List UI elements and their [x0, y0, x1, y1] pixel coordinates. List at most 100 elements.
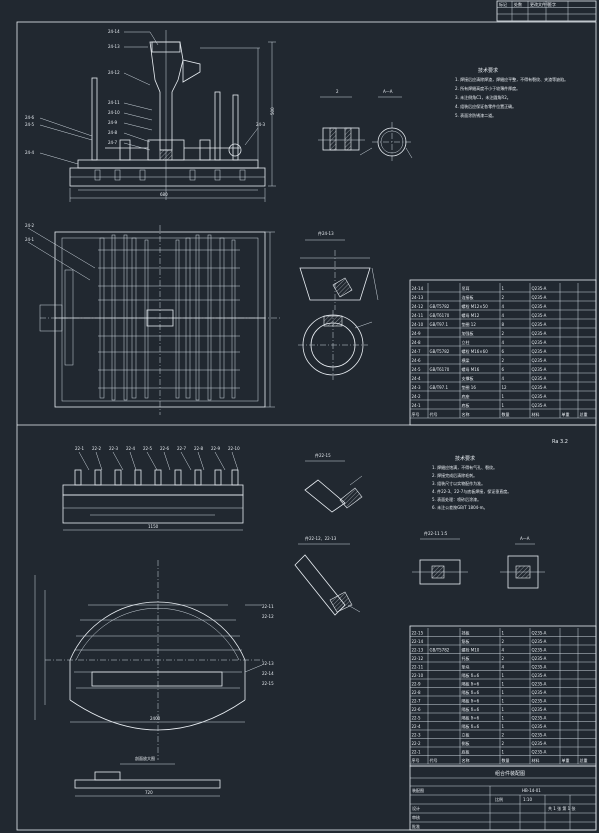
bom-lower-cell: 22-13 [412, 648, 424, 653]
callout-22-9: 22-9 [211, 446, 221, 451]
lower-arc-plan: 2400 [34, 560, 265, 760]
bom-top-cell: 底板 [462, 402, 470, 408]
title-company: 装配图 [412, 787, 424, 793]
title-approver: 批准 [412, 823, 420, 829]
bom-top-cell: 1 [502, 286, 505, 291]
bom-lower-cell: 1 [502, 690, 505, 695]
detail-label-d2: 件22-15 [315, 452, 331, 458]
bom-top-cell: 2 [502, 331, 505, 336]
detail-label-d3: 件22-12、22-13 [305, 535, 337, 541]
tech-note-top-2: 2. 所有焊缝高度不小于较薄件厚度。 [455, 85, 520, 91]
bom-top-cell: 螺栓 M12×50 [462, 303, 489, 309]
bom-lower-cell: 22-12 [412, 656, 424, 661]
revision-block: 标记 处数 更改文件号 签字 [496, 0, 597, 22]
tech-note-lower-1: 1. 焊缝应饱满，不得有气孔、裂纹。 [432, 464, 497, 470]
bom-lower-cell: Q235-A [532, 648, 547, 653]
callout-22-7: 22-7 [177, 446, 187, 451]
bom-top-cell: Q235-A [532, 331, 547, 336]
callout-22-15: 22-15 [262, 681, 274, 686]
bom-top-cell: 立柱 [462, 339, 470, 345]
bom-top-cell: GB/T6170 [430, 313, 450, 318]
bom-top-cell: 4 [502, 304, 505, 309]
bom-top-cell: 垫圈 12 [462, 321, 477, 327]
bom-lower-cell: 22-2 [412, 741, 422, 746]
bom-lower-cell: Q235-A [532, 665, 547, 670]
bom-top-cell: 6 [502, 367, 505, 372]
bom-lower-cell: 2 [502, 639, 505, 644]
callout-22-1: 22-1 [75, 446, 85, 451]
callout-24-13: 24-13 [108, 44, 120, 49]
bom-top-cell: GB/T97.1 [430, 322, 449, 327]
callout-24-12: 24-12 [108, 70, 120, 75]
bom-top-cell: 1 [502, 394, 505, 399]
outer-frame [16, 21, 597, 831]
bom-top-cell: 总重 [580, 411, 588, 417]
section-lower-label: 剖面放大图 [135, 755, 155, 761]
bom-top-cell: Q235-A [532, 358, 547, 363]
bom-lower-cell: 数量 [502, 757, 510, 763]
callouts-top: 24-14 24-13 24-12 24-11 24-10 24-9 24-8 … [25, 29, 266, 165]
bom-lower-cell: 1 [502, 682, 505, 687]
bom-lower-cell: Q235-A [532, 682, 547, 687]
bom-top-cell: 2 [502, 295, 505, 300]
bom-top-cell: GB/T5782 [430, 349, 450, 354]
bom-lower-cell: Q235-A [532, 724, 547, 729]
detail-24-13: 件24-13 [299, 230, 379, 310]
bom-lower-cell: 托板 [462, 655, 470, 661]
bom-lower-cell: 隔板 δ=6 [462, 706, 480, 712]
bom-lower-cell: 1 [502, 724, 505, 729]
rev-cell-3: 更改文件号 [530, 1, 550, 7]
section-2-view: 2 [318, 89, 373, 156]
tech-note-lower-4: 4. 件22-3、22-7与底板焊接，保证垂直度。 [432, 488, 511, 494]
detail-22-12: 件22-12、22-13 [294, 535, 361, 616]
tech-note-top-1: 1. 焊接后应清除焊渣，焊缝应平整，不得有裂纹、夹渣等缺陷。 [455, 76, 568, 82]
callout-24-3: 24-3 [256, 122, 266, 127]
bom-lower-cell: 22-1 [412, 750, 422, 755]
bom-lower-cell: Q235-A [532, 750, 547, 755]
dim-top-width: 680 [160, 192, 168, 197]
lower-front-view: 1150 [62, 469, 244, 531]
bom-top-cell: 24-7 [412, 349, 422, 354]
bom-lower-cell: Q235-A [532, 707, 547, 712]
bom-top-cell: 4 [502, 376, 505, 381]
bom-top-cell: 底座 [462, 393, 470, 399]
bom-top-cell: 12 [502, 385, 508, 390]
callout-24-10: 24-10 [108, 110, 120, 115]
bom-lower-cell: 代号 [430, 757, 438, 763]
callout-24-7: 24-7 [108, 140, 118, 145]
callout-24-4: 24-4 [25, 150, 35, 155]
callout-22-5: 22-5 [143, 446, 153, 451]
bom-top-cell: 24-5 [412, 367, 422, 372]
label-view-2: 2 [336, 89, 339, 94]
bom-top-cell: 4 [502, 313, 505, 318]
bom-lower-cell: 22-15 [412, 631, 424, 636]
bom-top-cell: Q235-A [532, 286, 547, 291]
bom-top-cell: 支撑板 [462, 375, 474, 381]
bom-lower-cell: 22-14 [412, 639, 424, 644]
bom-top-cell: 吊耳 [462, 286, 470, 291]
tech-note-top-5: 5. 表面涂防锈漆二道。 [455, 112, 496, 118]
bom-lower-cell: 材料 [532, 757, 540, 763]
bom-top-cell: Q235-A [532, 322, 547, 327]
bom-lower-cell: 22-11 [412, 665, 424, 670]
bom-lower-cell: 4 [502, 665, 505, 670]
label-view-aa: A—A [383, 89, 393, 94]
callout-24-14: 24-14 [108, 29, 120, 34]
bom-lower-cell: Q235-A [532, 690, 547, 695]
callout-22-13: 22-13 [262, 661, 274, 666]
bom-top-cell: 24-3 [412, 385, 422, 390]
roughness-symbol: Ra 3.2 [552, 439, 568, 445]
bom-top-cell: 1 [502, 403, 505, 408]
bom-top-cell: 螺栓 M16×60 [462, 348, 489, 354]
bom-top-cell: 24-9 [412, 331, 422, 336]
bom-top-cell: 数量 [502, 411, 510, 417]
title-drawing-no: HB-14-01 [522, 788, 541, 793]
bom-top-cell: 8 [502, 322, 505, 327]
detail-label-d1: 件24-13 [318, 230, 334, 236]
bom-lower-cell: 1 [502, 631, 505, 636]
callout-24-2: 24-2 [25, 223, 35, 228]
label-view-aa-lower: A—A [520, 536, 530, 541]
bom-top-cell: 24-2 [412, 394, 422, 399]
bom-lower-cell: 挡板 [462, 630, 470, 636]
